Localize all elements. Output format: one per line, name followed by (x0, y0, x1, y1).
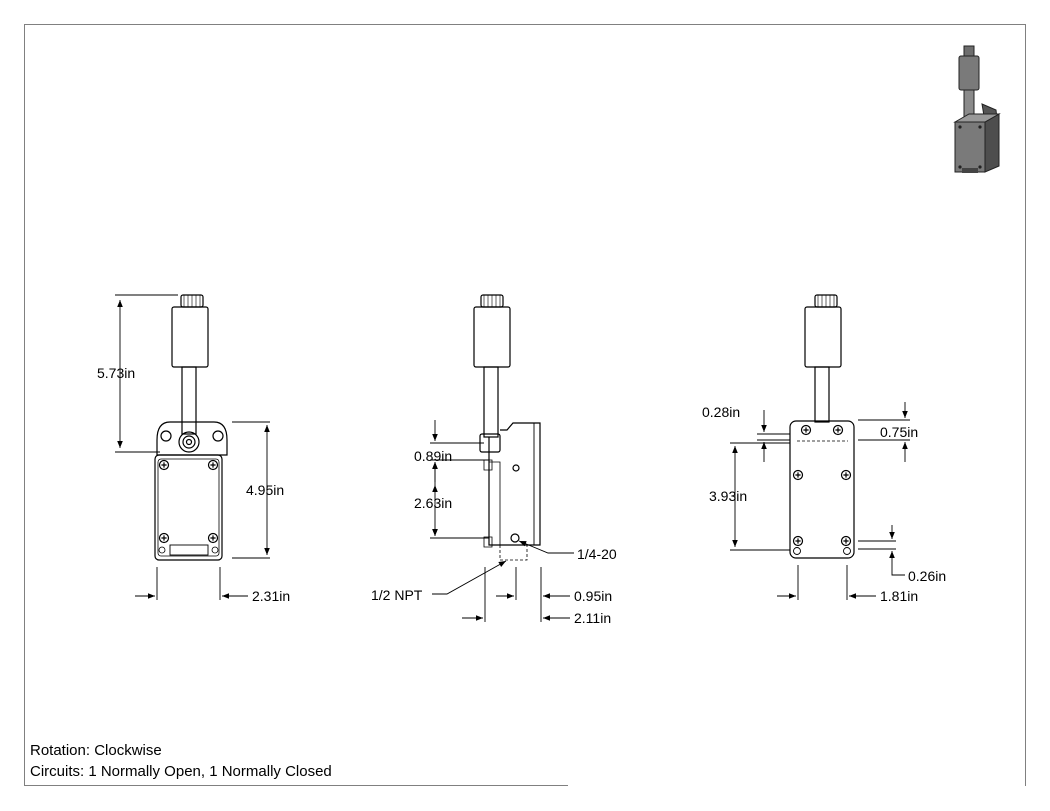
drawing-border (24, 24, 1026, 786)
rotation-note: Rotation: Clockwise (30, 742, 162, 759)
rear-top-inset-left-label: 0.28in (702, 404, 740, 420)
circuits-note: Circuits: 1 Normally Open, 1 Normally Cl… (30, 763, 332, 780)
side-depth-a-label: 0.95in (574, 588, 612, 604)
front-body-height-label: 4.95in (246, 482, 284, 498)
isometric-thumbnail (953, 45, 1001, 173)
drawing-border-bottom (24, 785, 568, 786)
mount-thread-label: 1/4-20 (577, 546, 617, 562)
side-view (473, 294, 541, 561)
side-upper-offset-label: 0.89in (414, 448, 452, 464)
drawing-notes: Rotation: Clockwise Circuits: 1 Normally… (30, 740, 332, 782)
conduit-label: 1/2 NPT (371, 587, 423, 603)
rear-width-label: 1.81in (880, 588, 918, 604)
side-dimensions (430, 420, 574, 622)
rear-dimensions (730, 402, 910, 600)
rear-view (789, 294, 855, 559)
front-dimensions (115, 294, 270, 600)
front-width-label: 2.31in (252, 588, 290, 604)
rear-hole-spacing-label: 3.93in (709, 488, 747, 504)
side-hole-spacing-label: 2.63in (414, 495, 452, 511)
rear-top-inset-right-label: 0.75in (880, 424, 918, 440)
front-view (154, 294, 228, 561)
side-depth-b-label: 2.11in (574, 610, 611, 626)
front-overall-height-label: 5.73in (97, 365, 135, 381)
rear-bottom-inset-label: 0.26in (908, 568, 946, 584)
